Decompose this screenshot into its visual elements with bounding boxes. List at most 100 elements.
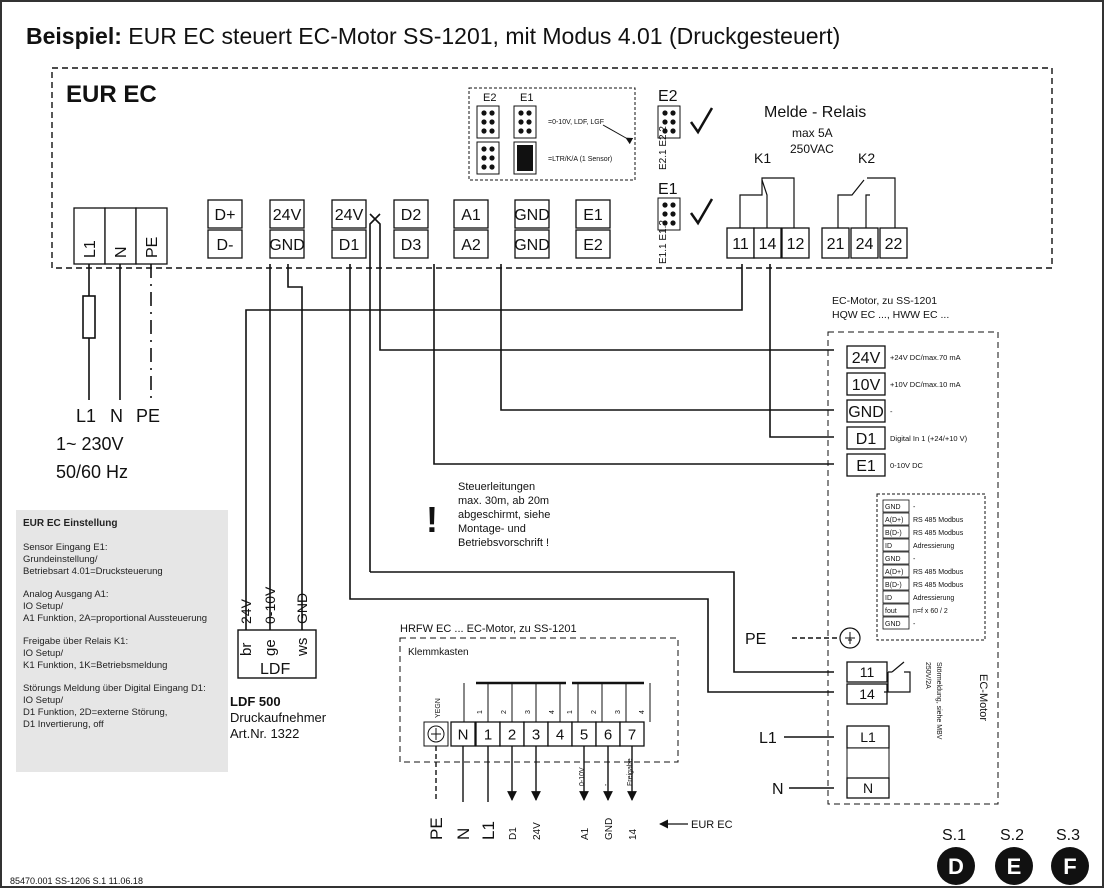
hrfw-term-0-box [450,721,476,747]
title-rest: EUR EC steuert EC-Motor SS-1201, mit Mod… [122,23,840,49]
motor-term-gnd-box [846,399,886,423]
modbus-label: GND [885,556,901,563]
check-icon-e1 [689,198,714,226]
relay-terminal-22-box [879,227,908,259]
modbus-label: GND [885,621,901,628]
modbus-label: A(D+) [885,569,903,576]
line-l1: L1 [759,730,777,747]
relay-spec2: 250VAC [790,142,834,156]
terminal-n-box [104,207,137,265]
wire-num-b: 1 [567,710,574,714]
hrfw-term-5: 5 [580,726,588,743]
supply-n: N [110,406,123,426]
motor-term-desc: - [890,407,893,416]
legend-arrow [602,124,634,145]
terminal-top-6-box [575,199,611,229]
motor-term-10v: 10V [852,377,881,394]
lang-badge-e[interactable] [995,847,1033,885]
supply-line1: 1~ 230V [56,434,124,454]
ldf-pin: br [238,643,255,656]
hrfw-term-7: 7 [628,726,636,743]
settings-line: K1 Funktion, 1K=Betriebsmeldung [23,660,168,671]
motor-heading2: HQW EC ..., HWW EC ... [832,309,949,321]
wire-num-a: 3 [525,710,532,714]
settings-line: Betriebsart 4.01=Drucksteuerung [23,566,163,577]
wire-num-b: 3 [615,710,622,714]
modbus-label: A(D+) [885,517,903,524]
motor-term-10v-box [846,372,886,396]
lang-badge-d[interactable] [937,847,975,885]
terminal-top-3-box [393,199,429,229]
warning-line: max. 30m, ab 20m [458,495,549,507]
hrfw-term-3-box [523,721,549,747]
terminal-top-5-box [514,199,550,229]
relay-terminal-22: 22 [885,236,903,253]
motor-term-desc: +24V DC/max.70 mA [890,353,961,362]
terminal-top-3: D2 [401,207,422,224]
legend-row1-text: =0-10V, LDF, LGF [548,119,604,126]
bottom-right-label: GND [604,818,615,840]
terminal-top-2: 24V [335,207,364,224]
motor-term-l1: L1 [860,729,876,745]
footer-ref: 85470.001 SS-1206 S.1 11.06.18 [10,876,143,886]
modbus-desc: - [913,556,916,563]
modbus-box [876,493,986,641]
wire-num-a: 4 [549,710,556,714]
motor-term-e1-box [846,453,886,477]
modbus-desc: RS 485 Modbus [913,569,964,576]
relay-spec1: max 5A [792,126,833,140]
motor-fault-11: 11 [860,664,875,680]
relay-terminal-12-box [781,227,810,259]
jumper-legend [468,87,636,181]
terminal-bot-5-box [514,229,550,259]
line-n: N [772,781,784,798]
terminal-bot-4: A2 [461,237,481,254]
modbus-desc: Adressierung [913,595,954,602]
lang-letter: F [1063,854,1076,879]
settings-block: Störungs Meldung über Digital Eingang D1… [23,683,222,731]
hrfw-box [399,637,679,763]
lang-badge-f[interactable] [1051,847,1089,885]
motor-label: EC-Motor [977,674,989,721]
lang-page: S.3 [1056,827,1080,844]
lang-page: S.2 [1000,827,1024,844]
modbus-desc: RS 485 Modbus [913,517,964,524]
hrfw-term-2: 2 [508,726,516,743]
terminal-top-4: A1 [461,207,481,224]
modbus-desc: RS 485 Modbus [913,582,964,589]
relay-terminal-12: 12 [787,236,805,253]
legend-jumpers [476,105,537,175]
settings-line: Analog Ausgang A1: [23,589,109,600]
motor-term-desc: +10V DC/max.10 mA [890,380,961,389]
relay-terminal-14-box [753,227,782,259]
settings-block: Sensor Eingang E1:Grundeinstellung/Betri… [23,542,222,578]
relay-terminal-24-box [850,227,879,259]
motor-term-d1-box [846,426,886,450]
ldf-art: Art.Nr. 1322 [230,726,299,741]
settings-line: IO Setup/ [23,695,64,706]
modbus-desc: RS 485 Modbus [913,530,964,537]
page-title: Beispiel: EUR EC steuert EC-Motor SS-120… [26,23,840,49]
main-jumpers [657,105,681,231]
ldf-desc: Druckaufnehmer [230,710,327,725]
relay-terminal-21: 21 [827,236,845,253]
settings-line: IO Setup/ [23,601,64,612]
terminal-pe: PE [144,237,161,258]
ldf-name: LDF [260,661,290,678]
hrfw-term-0: N [458,726,469,743]
legend-jumper-e2-b [476,141,500,175]
exclamation-icon: ! [426,499,438,540]
eur-ec-label: EUR EC [66,81,157,108]
terminal-top-5: GND [514,207,550,224]
bottom-left-label: L1 [479,821,498,840]
eur-ec-box [51,67,1053,269]
ldf-wire-label: GND [294,593,310,624]
warning-line: Montage- und [458,523,526,535]
wire-num-b: 2 [591,710,598,714]
yegn-label: YEGN [435,698,442,718]
hrfw-side-label: - [603,783,610,786]
